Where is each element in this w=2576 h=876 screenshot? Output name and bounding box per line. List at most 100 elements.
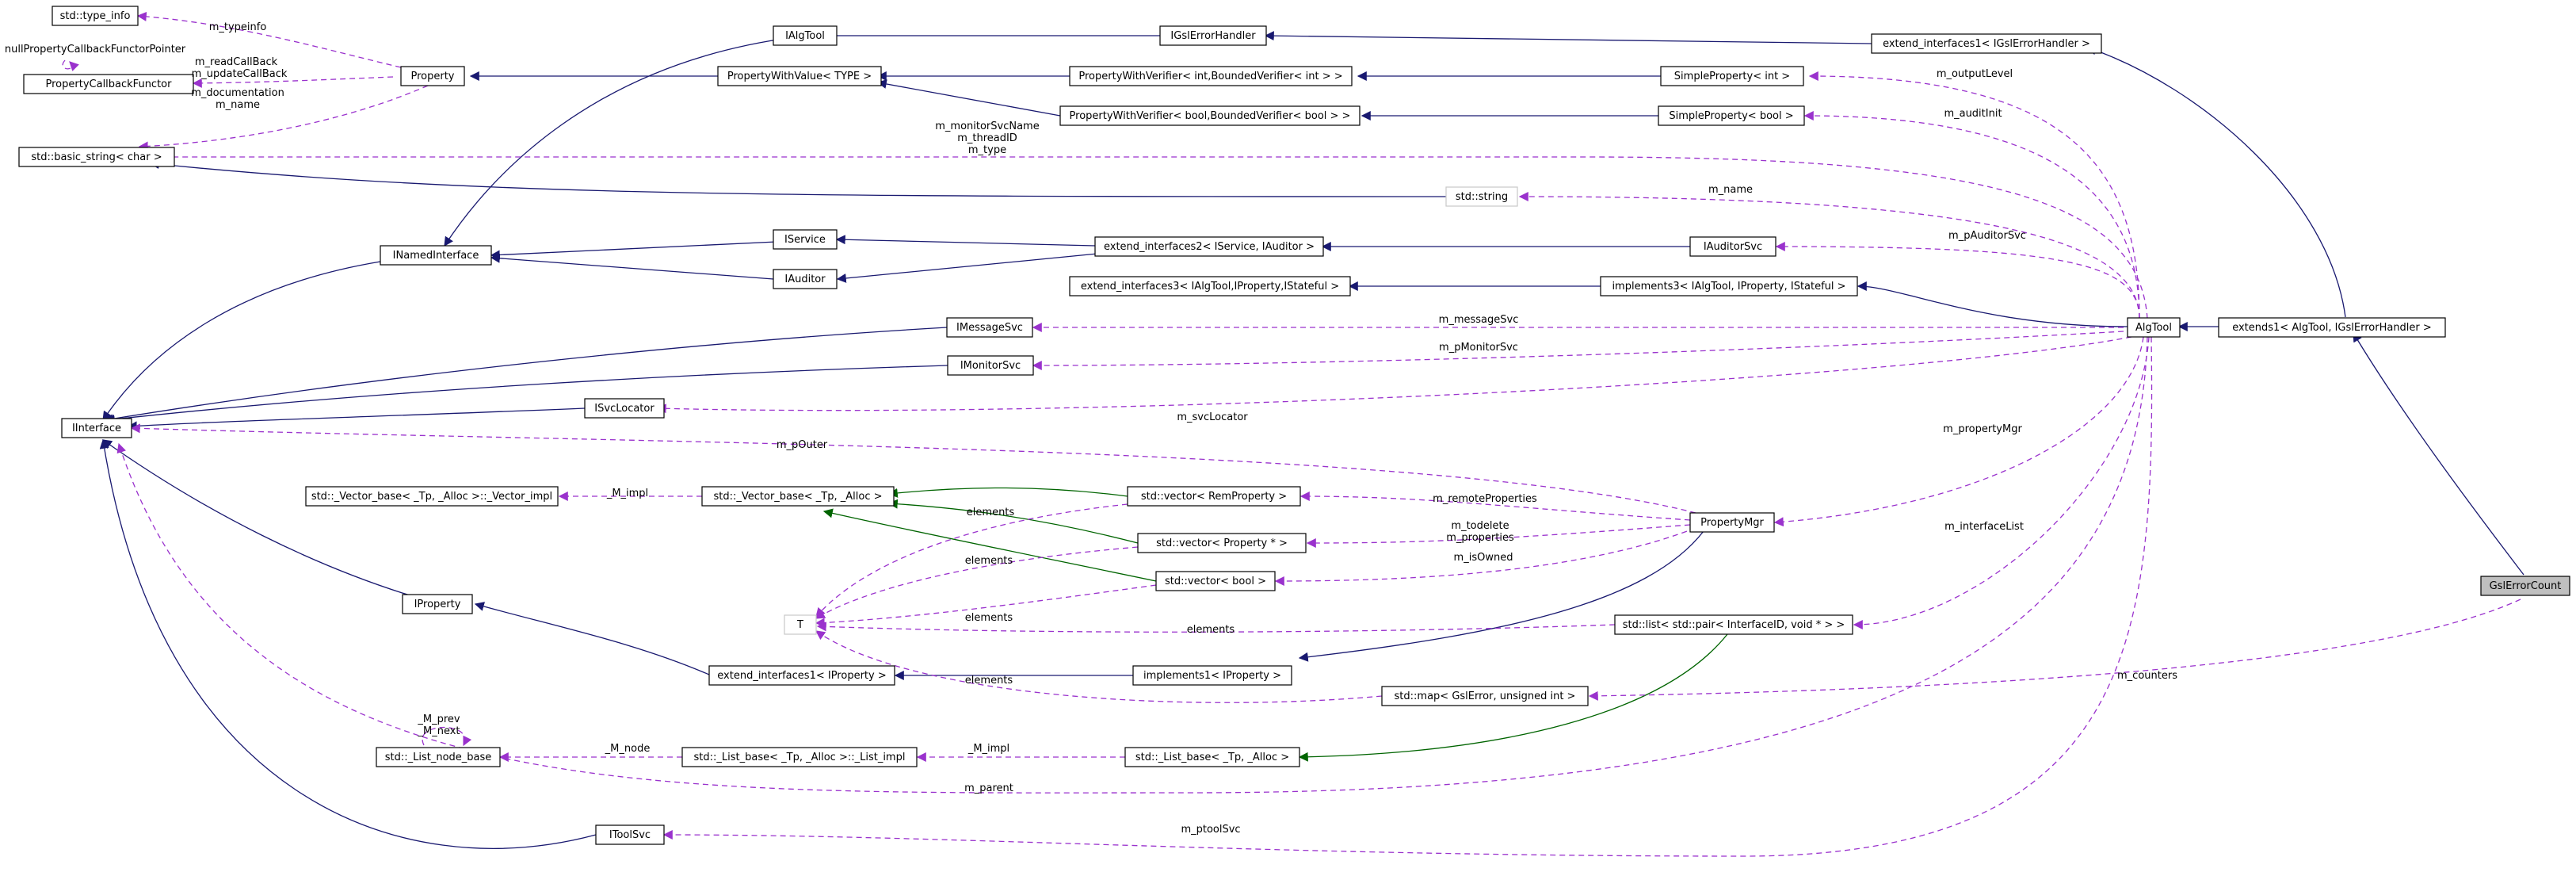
node-label-property-mgr: PropertyMgr bbox=[1700, 517, 1764, 529]
node-vector-base[interactable]: std::_Vector_base< _Tp, _Alloc > bbox=[701, 486, 895, 507]
edge-label-m-properties: m_properties bbox=[1446, 532, 1514, 544]
node-vector-impl[interactable]: std::_Vector_base< _Tp, _Alloc >::_Vecto… bbox=[305, 486, 559, 507]
edge-listnode-self bbox=[422, 726, 472, 747]
node-vector-bool[interactable]: std::vector< bool > bbox=[1155, 571, 1276, 591]
node-property[interactable]: Property bbox=[400, 66, 465, 86]
edge-stdlist-t bbox=[816, 622, 1616, 633]
node-std-map[interactable]: std::map< GslError, unsigned int > bbox=[1381, 686, 1589, 706]
edge-property-basicstring bbox=[138, 85, 429, 151]
node-label-extend-interfaces1-gsl: extend_interfaces1< IGslErrorHandler > bbox=[1883, 38, 2090, 50]
node-inamed-interface[interactable]: INamedInterface bbox=[380, 245, 492, 266]
node-gsl-error-count[interactable]: GslErrorCount bbox=[2480, 576, 2570, 596]
node-algtool[interactable]: AlgTool bbox=[2127, 317, 2181, 338]
node-iservice[interactable]: IService bbox=[773, 229, 838, 250]
node-std-list[interactable]: std::list< std::pair< InterfaceID, void … bbox=[1614, 614, 1853, 635]
node-label-property-with-value: PropertyWithValue< TYPE > bbox=[727, 71, 872, 82]
edge-label-m-node: _M_node bbox=[605, 743, 651, 755]
node-label-iservice: IService bbox=[784, 234, 826, 246]
edge-label-m-pmonitorsvc: m_pMonitorSvc bbox=[1439, 342, 1518, 354]
node-implements3[interactable]: implements3< IAlgTool, IProperty, IState… bbox=[1600, 276, 1858, 296]
edge-label-m-ptoolsvc: m_ptoolSvc bbox=[1181, 824, 1240, 836]
node-label-property-callback-functor: PropertyCallbackFunctor bbox=[46, 78, 173, 90]
edge-algtool-iauditorsvc bbox=[1775, 242, 2140, 319]
node-extend-interfaces2[interactable]: extend_interfaces2< IService, IAuditor > bbox=[1094, 236, 1324, 257]
edge-propertymgr-vector-remprop bbox=[1299, 492, 1691, 521]
node-label-null-property-callback-functor-pointer: nullPropertyCallbackFunctorPointer bbox=[5, 44, 186, 55]
node-list-base[interactable]: std::_List_base< _Tp, _Alloc > bbox=[1124, 747, 1300, 767]
node-extends1[interactable]: extends1< AlgTool, IGslErrorHandler > bbox=[2218, 317, 2446, 338]
edge-vector-propptr-t bbox=[815, 546, 1139, 619]
edge-label-m-name-prop: m_name bbox=[216, 99, 260, 111]
node-label-template-param-t: T bbox=[796, 619, 803, 631]
edge-algtool-simpleprop-bool bbox=[1803, 111, 2140, 319]
diagram-nodes: std::type_info nullPropertyCallbackFunct… bbox=[5, 6, 2570, 845]
node-label-gsl-error-count: GslErrorCount bbox=[2490, 580, 2562, 592]
node-label-imessage-svc: IMessageSvc bbox=[956, 322, 1023, 334]
node-iauditor[interactable]: IAuditor bbox=[773, 269, 838, 289]
edge-label-m-parent: m_parent bbox=[964, 782, 1013, 794]
node-std-string[interactable]: std::string bbox=[1445, 186, 1518, 207]
edge-algtool-imonitorsvc bbox=[1032, 331, 2124, 370]
edge-propertymgr-vector-bool bbox=[1274, 527, 1696, 586]
node-list-impl[interactable]: std::_List_base< _Tp, _Alloc >::_List_im… bbox=[681, 747, 918, 767]
node-igsl-error-handler[interactable]: IGslErrorHandler bbox=[1159, 25, 1267, 46]
node-label-std-basic-string: std::basic_string< char > bbox=[31, 151, 162, 163]
edge-label-m-threadid: m_threadID bbox=[957, 132, 1017, 144]
node-std-basic-string[interactable]: std::basic_string< char > bbox=[18, 147, 175, 167]
node-vector-property-ptr[interactable]: std::vector< Property * > bbox=[1137, 533, 1307, 553]
edge-label-m-isowned: m_isOwned bbox=[1454, 552, 1513, 564]
edge-label-m-typeinfo: m_typeinfo bbox=[209, 21, 267, 33]
edge-label-m-type: m_type bbox=[968, 144, 1006, 156]
node-ialgtool-interface[interactable]: IAlgTool bbox=[773, 25, 838, 46]
node-simple-property-bool[interactable]: SimpleProperty< bool > bbox=[1658, 105, 1805, 126]
node-extend-interfaces1-iproperty[interactable]: extend_interfaces1< IProperty > bbox=[708, 665, 895, 686]
node-property-mgr[interactable]: PropertyMgr bbox=[1689, 512, 1775, 533]
node-std-type-info[interactable]: std::type_info bbox=[52, 6, 139, 26]
edge-iinterface-to-itoolsvc bbox=[99, 438, 597, 849]
node-label-iproperty: IProperty bbox=[414, 599, 461, 610]
edge-algtool-itoolsvc bbox=[662, 336, 2153, 857]
edge-label-m-next: _M_next bbox=[417, 725, 460, 737]
node-list-node-base[interactable]: std::_List_node_base bbox=[376, 747, 501, 767]
node-null-property-callback-functor-pointer: nullPropertyCallbackFunctorPointer bbox=[5, 44, 186, 55]
node-implements1[interactable]: implements1< IProperty > bbox=[1132, 665, 1292, 686]
edge-label-elements-1: elements bbox=[967, 507, 1015, 518]
node-property-with-verifier-int[interactable]: PropertyWithVerifier< int,BoundedVerifie… bbox=[1069, 66, 1353, 86]
node-property-with-verifier-bool[interactable]: PropertyWithVerifier< bool,BoundedVerifi… bbox=[1059, 105, 1361, 126]
node-vector-remproperty[interactable]: std::vector< RemProperty > bbox=[1127, 486, 1301, 507]
edge-stdmap-t bbox=[815, 630, 1383, 703]
edge-ignsierrorhandler-to-extendinterfaces1 bbox=[1264, 31, 1872, 44]
node-label-list-base: std::_List_base< _Tp, _Alloc > bbox=[1135, 752, 1289, 763]
edge-basicstring-to-stdstring bbox=[149, 159, 1447, 197]
node-isvc-locator[interactable]: ISvcLocator bbox=[584, 398, 665, 419]
node-iinterface[interactable]: IInterface bbox=[61, 418, 132, 438]
edge-pwv-bool-to-pwvalue bbox=[876, 79, 1061, 117]
edge-vectorbase-to-vector-propptr bbox=[887, 499, 1139, 544]
node-itool-svc[interactable]: IToolSvc bbox=[595, 824, 665, 845]
node-iproperty[interactable]: IProperty bbox=[402, 594, 473, 614]
node-label-iauditor-svc: IAuditorSvc bbox=[1704, 241, 1762, 253]
edge-iproperty-to-extendinterfaces1 bbox=[474, 602, 710, 675]
node-property-callback-functor[interactable]: PropertyCallbackFunctor bbox=[23, 74, 194, 94]
edge-label-m-documentation: m_documentation bbox=[191, 87, 284, 99]
edge-algtool-basicstring bbox=[163, 152, 2148, 319]
node-extend-interfaces1-gsl[interactable]: extend_interfaces1< IGslErrorHandler > bbox=[1871, 33, 2102, 54]
edge-label-m-impl-vec: _M_impl bbox=[606, 488, 648, 499]
node-label-igsl-error-handler: IGslErrorHandler bbox=[1170, 30, 1256, 42]
node-iauditor-svc[interactable]: IAuditorSvc bbox=[1689, 236, 1776, 257]
node-extend-interfaces3[interactable]: extend_interfaces3< IAlgTool,IProperty,I… bbox=[1069, 276, 1351, 296]
edge-extendinterfaces1-to-extends1 bbox=[2086, 45, 2346, 318]
edge-algtool-stdlist bbox=[1853, 336, 2150, 629]
node-imessage-svc[interactable]: IMessageSvc bbox=[946, 317, 1033, 338]
edge-property-callbackfunctor bbox=[192, 76, 394, 88]
node-property-with-value[interactable]: PropertyWithValue< TYPE > bbox=[717, 66, 882, 86]
edge-label-m-pouter: m_pOuter bbox=[777, 439, 828, 451]
node-imonitor-svc[interactable]: IMonitorSvc bbox=[947, 355, 1034, 376]
edge-property-typeinfo bbox=[136, 11, 402, 68]
node-simple-property-int[interactable]: SimpleProperty< int > bbox=[1660, 66, 1804, 86]
edge-label-elements-2: elements bbox=[965, 555, 1013, 567]
edge-vectorbase-to-vector-remprop bbox=[887, 487, 1128, 498]
edge-label-m-readcallback: m_readCallBack bbox=[195, 56, 278, 68]
edge-iinterface-to-iproperty bbox=[102, 439, 441, 605]
node-template-param-t[interactable]: T bbox=[784, 614, 817, 635]
